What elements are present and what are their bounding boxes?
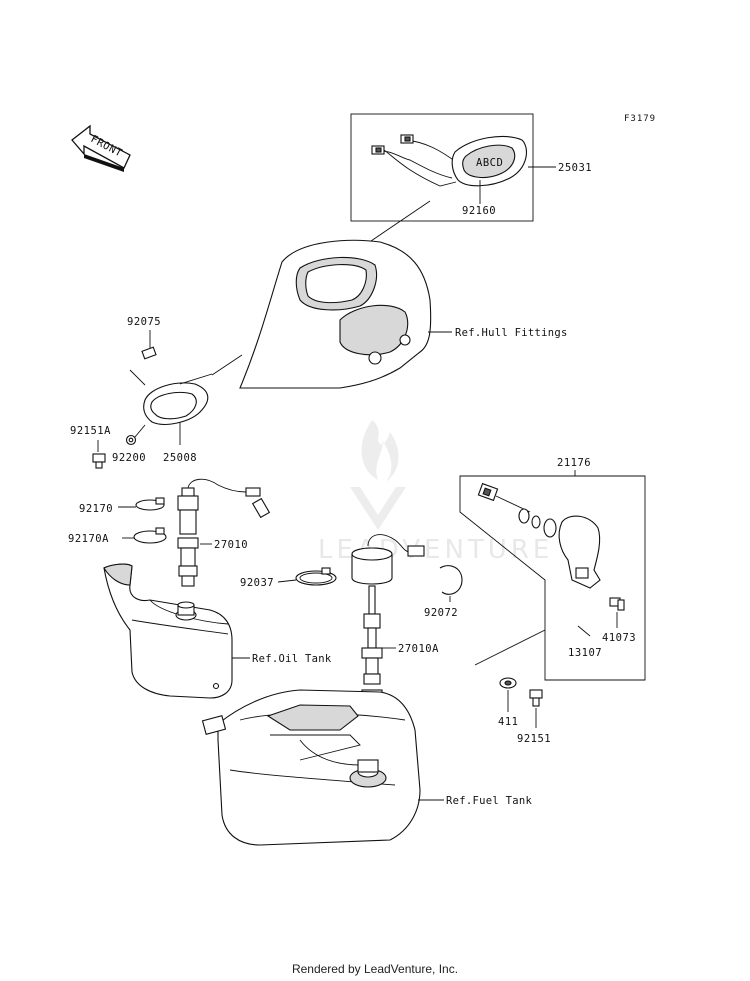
ref-fuel-tank: Ref.Fuel Tank	[446, 795, 532, 807]
label-92170A: 92170A	[68, 533, 109, 545]
part-41073	[609, 597, 625, 611]
label-27010A: 27010A	[398, 643, 439, 655]
switch-box	[459, 475, 646, 681]
part-92151	[529, 689, 543, 707]
svg-text:ABCD: ABCD	[476, 157, 503, 169]
ref-oil-tank: Ref.Oil Tank	[252, 653, 332, 665]
part-13107	[577, 625, 591, 637]
part-92072	[439, 565, 463, 595]
label-92072: 92072	[424, 607, 458, 619]
part-92075	[141, 346, 157, 360]
label-25031: 25031	[558, 162, 592, 174]
part-27010	[177, 478, 271, 587]
part-411	[499, 677, 517, 689]
label-13107: 13107	[568, 647, 602, 659]
label-92037: 92037	[240, 577, 274, 589]
part-25008	[143, 373, 213, 425]
label-92151A: 92151A	[70, 425, 111, 437]
hull-deck-panel	[239, 239, 432, 389]
label-21176: 21176	[557, 457, 591, 469]
footer-credit: Rendered by LeadVenture, Inc.	[291, 962, 459, 976]
label-92075: 92075	[127, 316, 161, 328]
oil-tank	[103, 563, 233, 699]
part-21176	[477, 482, 601, 589]
label-41073: 41073	[602, 632, 636, 644]
label-92200: 92200	[112, 452, 146, 464]
label-411: 411	[498, 716, 518, 728]
ref-hull-fittings: Ref.Hull Fittings	[455, 327, 568, 339]
label-92151: 92151	[517, 733, 551, 745]
label-92160: 92160	[462, 205, 496, 217]
label-92170: 92170	[79, 503, 113, 515]
meter-box	[350, 113, 534, 222]
figure-code: F3179	[624, 114, 656, 124]
front-arrow-icon: FRONT	[71, 124, 131, 172]
part-92151A	[92, 453, 106, 469]
watermark: LEADVENTURE	[318, 420, 549, 565]
part-92037	[295, 567, 337, 586]
meter-assembly: ABCD	[371, 134, 528, 187]
label-27010: 27010	[214, 539, 248, 551]
fuel-tank	[201, 689, 421, 846]
part-92170A	[133, 527, 167, 544]
part-92170	[135, 497, 165, 511]
label-25008: 25008	[163, 452, 197, 464]
